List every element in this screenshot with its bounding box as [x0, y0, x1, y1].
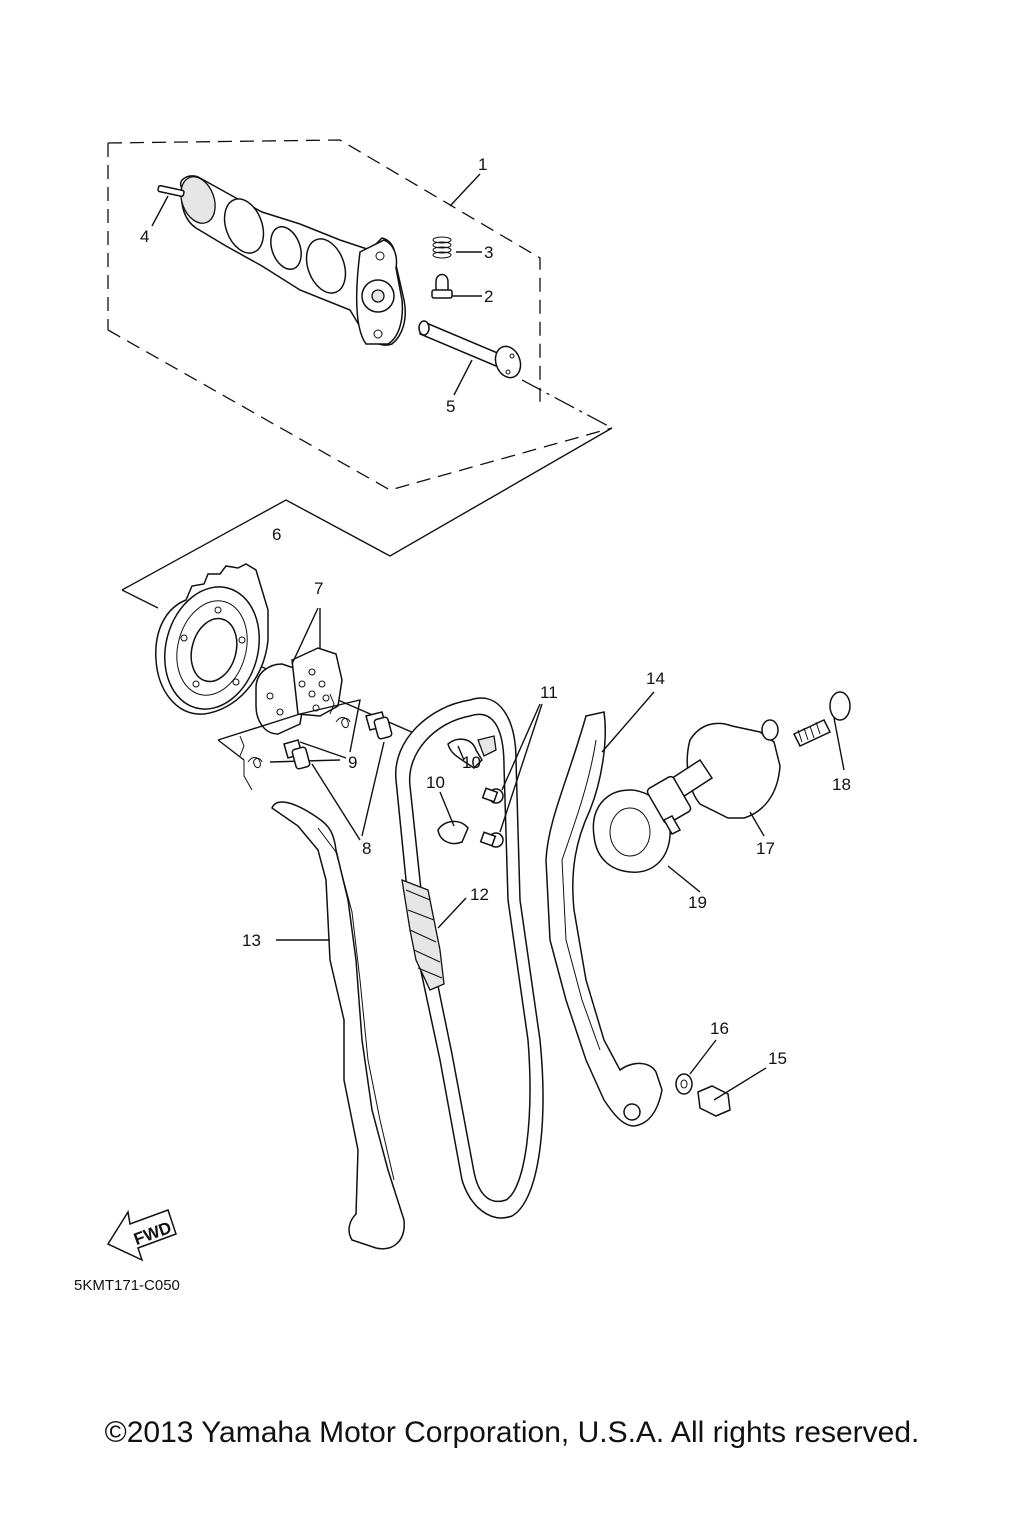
leader-lines-top: [151, 173, 482, 396]
spring: [432, 236, 452, 259]
callout-4: 4: [140, 227, 149, 246]
camshaft-assembly-box: [107, 139, 613, 491]
leader-lines-10-11: [439, 703, 543, 833]
decompressor-weights: [255, 607, 343, 735]
callout-1: 1: [478, 155, 487, 174]
tensioner-gasket: [592, 789, 701, 893]
callout-18: 18: [832, 775, 851, 794]
dowel-pin: [157, 184, 185, 198]
chain-stopper-upper: [447, 735, 504, 804]
cam-sprocket: [155, 563, 269, 715]
callout-12: 12: [470, 885, 489, 904]
cam-chain-tensioner: [646, 719, 781, 837]
callout-19: 19: [688, 893, 707, 912]
callout-9: 9: [348, 753, 357, 772]
chain-link-segment: [401, 878, 467, 991]
forward-direction-arrow: FWD: [106, 1209, 177, 1262]
decompression-shaft: [418, 320, 522, 379]
diagram-code: 5KMT171-C050: [74, 1277, 180, 1294]
callout-13: 13: [242, 931, 261, 950]
chain-stopper-lower: [437, 820, 504, 848]
callout-14: 14: [646, 669, 665, 688]
camshaft: [179, 175, 406, 346]
plunger: [431, 273, 453, 299]
sprocket-bolts: [283, 711, 393, 841]
callout-7: 7: [314, 579, 323, 598]
copyright-notice: ©2013 Yamaha Motor Corporation, U.S.A. A…: [104, 1416, 920, 1449]
callout-17: 17: [756, 839, 775, 858]
tensioner-guide: [545, 691, 663, 1127]
callout-3: 3: [484, 243, 493, 262]
callout-10-lower: 10: [426, 773, 445, 792]
guide-bolt: [697, 1067, 767, 1117]
callout-8: 8: [362, 839, 371, 858]
callout-16: 16: [710, 1019, 729, 1038]
callout-10-upper: 10: [462, 753, 481, 772]
chain-guide: [271, 801, 405, 1250]
callout-2: 2: [484, 287, 493, 306]
callout-15: 15: [768, 1049, 787, 1068]
callout-5: 5: [446, 397, 455, 416]
callout-11: 11: [540, 683, 558, 702]
tensioner-bolt: [792, 691, 851, 771]
guide-washer: [675, 1039, 717, 1095]
callout-6: 6: [272, 525, 281, 544]
